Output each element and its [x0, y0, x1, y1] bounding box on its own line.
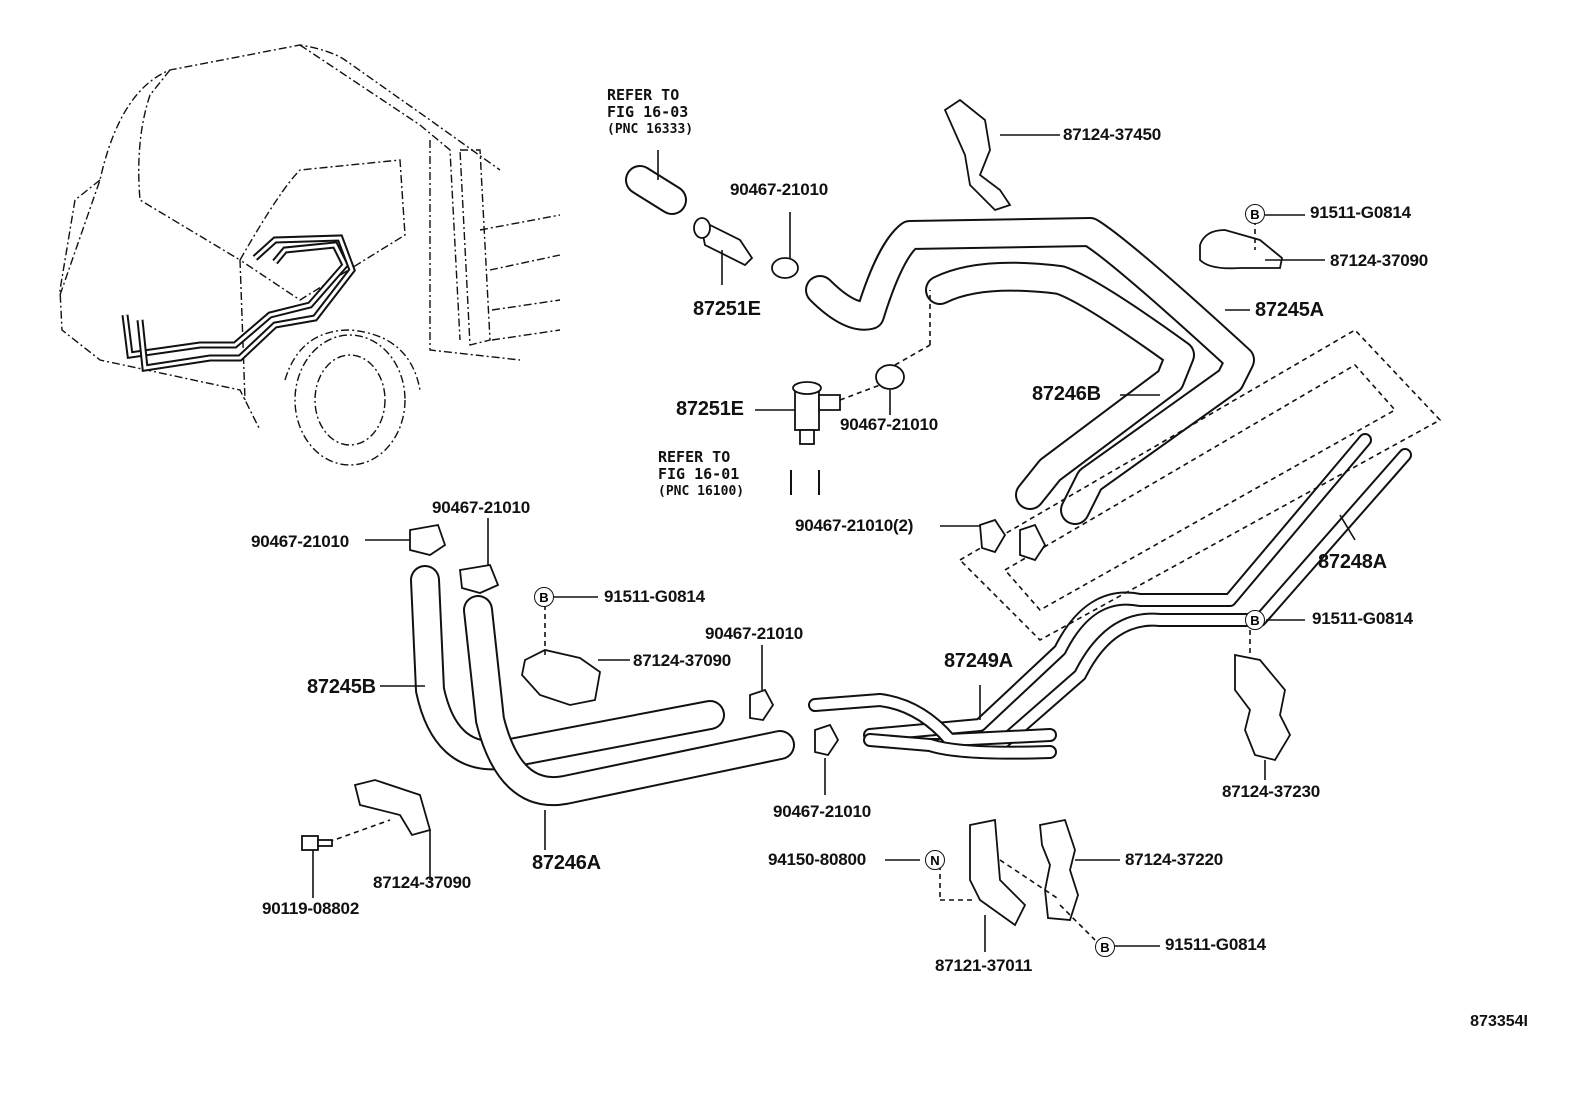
clamp-87124-37230 [1234, 630, 1292, 780]
part-label[interactable]: 91511-G0814 [604, 587, 705, 606]
part-label[interactable]: 91511-G0814 [1165, 935, 1266, 954]
part-label[interactable]: 87124-37090 [633, 651, 732, 670]
part-label[interactable]: 90119-08802 [262, 899, 360, 918]
ref-line2: FIG 16-03 [607, 103, 689, 121]
part-label[interactable]: 90467-21010 [432, 498, 531, 517]
ref-line2: FIG 16-01 [658, 465, 740, 483]
hose-clamp-center [749, 645, 775, 721]
ref-line3: (PNC 16333) [607, 122, 694, 137]
part-label[interactable]: 87124-37450 [1063, 125, 1162, 144]
part-label[interactable]: 87246B [1032, 383, 1101, 405]
part-label[interactable]: 87249A [944, 650, 1013, 672]
part-label[interactable]: 91511-G0814 [1310, 203, 1411, 222]
part-label[interactable]: 90467-21010 [705, 624, 804, 643]
clamp-87124-37220 [999, 818, 1120, 941]
pipe-87248a [863, 433, 1412, 752]
part-label[interactable]: 90467-21010 [251, 532, 350, 551]
part-label[interactable]: 87121-37011 [935, 956, 1033, 975]
part-label[interactable]: 90467-21010 [773, 802, 872, 821]
part-label[interactable]: 87246A [532, 852, 601, 874]
part-label[interactable]: 90467-21010 [840, 415, 939, 434]
part-label[interactable]: 87124-37230 [1222, 782, 1321, 801]
b-marker: B [1245, 204, 1265, 224]
hose-clamp-low [814, 723, 840, 795]
part-label[interactable]: 87251E [693, 298, 761, 320]
part-label[interactable]: 94150-80800 [768, 850, 867, 869]
n-marker: N [925, 850, 945, 870]
ref-hose-top [625, 150, 687, 215]
water-valve-mid [755, 290, 931, 445]
part-label[interactable]: 90467-21010(2) [795, 516, 914, 535]
pipe-87249a [808, 685, 1057, 760]
ref-line1: REFER TO [607, 86, 680, 104]
b-marker: B [1095, 937, 1115, 957]
hose-clamp-left [365, 523, 447, 556]
hose-clamps-pair [940, 518, 1047, 562]
reference-note-top: REFER TO FIG 16-03 (PNC 16333) [607, 87, 693, 138]
part-label[interactable]: 90467-21010 [730, 180, 829, 199]
ref-line1: REFER TO [658, 448, 731, 466]
pipe-outline-dashed [958, 328, 1442, 641]
b-marker: B [1245, 610, 1265, 630]
hose-clamp-left2 [459, 518, 500, 594]
part-label[interactable]: 87245B [307, 676, 376, 698]
bracket-87124-37090-low [319, 779, 432, 880]
hose-clamp-top [771, 212, 799, 279]
part-label[interactable]: 87245A [1255, 299, 1324, 321]
part-label[interactable]: 87124-37090 [373, 873, 472, 892]
diagram-code: 873354I [1470, 1013, 1528, 1030]
b-marker: B [534, 587, 554, 607]
truck-cab-illustration [59, 44, 561, 466]
hose-clamp-mid [875, 364, 905, 415]
clamp-87124-37090-top [1199, 220, 1325, 270]
hose-87245a [805, 217, 1255, 525]
part-label[interactable]: 91511-G0814 [1312, 609, 1413, 628]
reference-note-mid: REFER TO FIG 16-01 (PNC 16100) [658, 449, 744, 500]
bracket-87124-37450 [943, 98, 1060, 212]
part-label[interactable]: 87248A [1318, 551, 1387, 573]
ref-line3: (PNC 16100) [658, 484, 745, 499]
part-label[interactable]: 87124-37220 [1125, 850, 1224, 869]
bolt-90119-08802 [301, 835, 333, 898]
part-label[interactable]: 87124-37090 [1330, 251, 1429, 270]
bracket-87121-37011 [939, 818, 1027, 952]
water-valve-top [693, 217, 754, 285]
part-label[interactable]: 87251E [676, 398, 744, 420]
hose-87246b [925, 261, 1195, 510]
hose-87246a [463, 595, 795, 807]
clamp-87124-37090-left [521, 605, 630, 706]
